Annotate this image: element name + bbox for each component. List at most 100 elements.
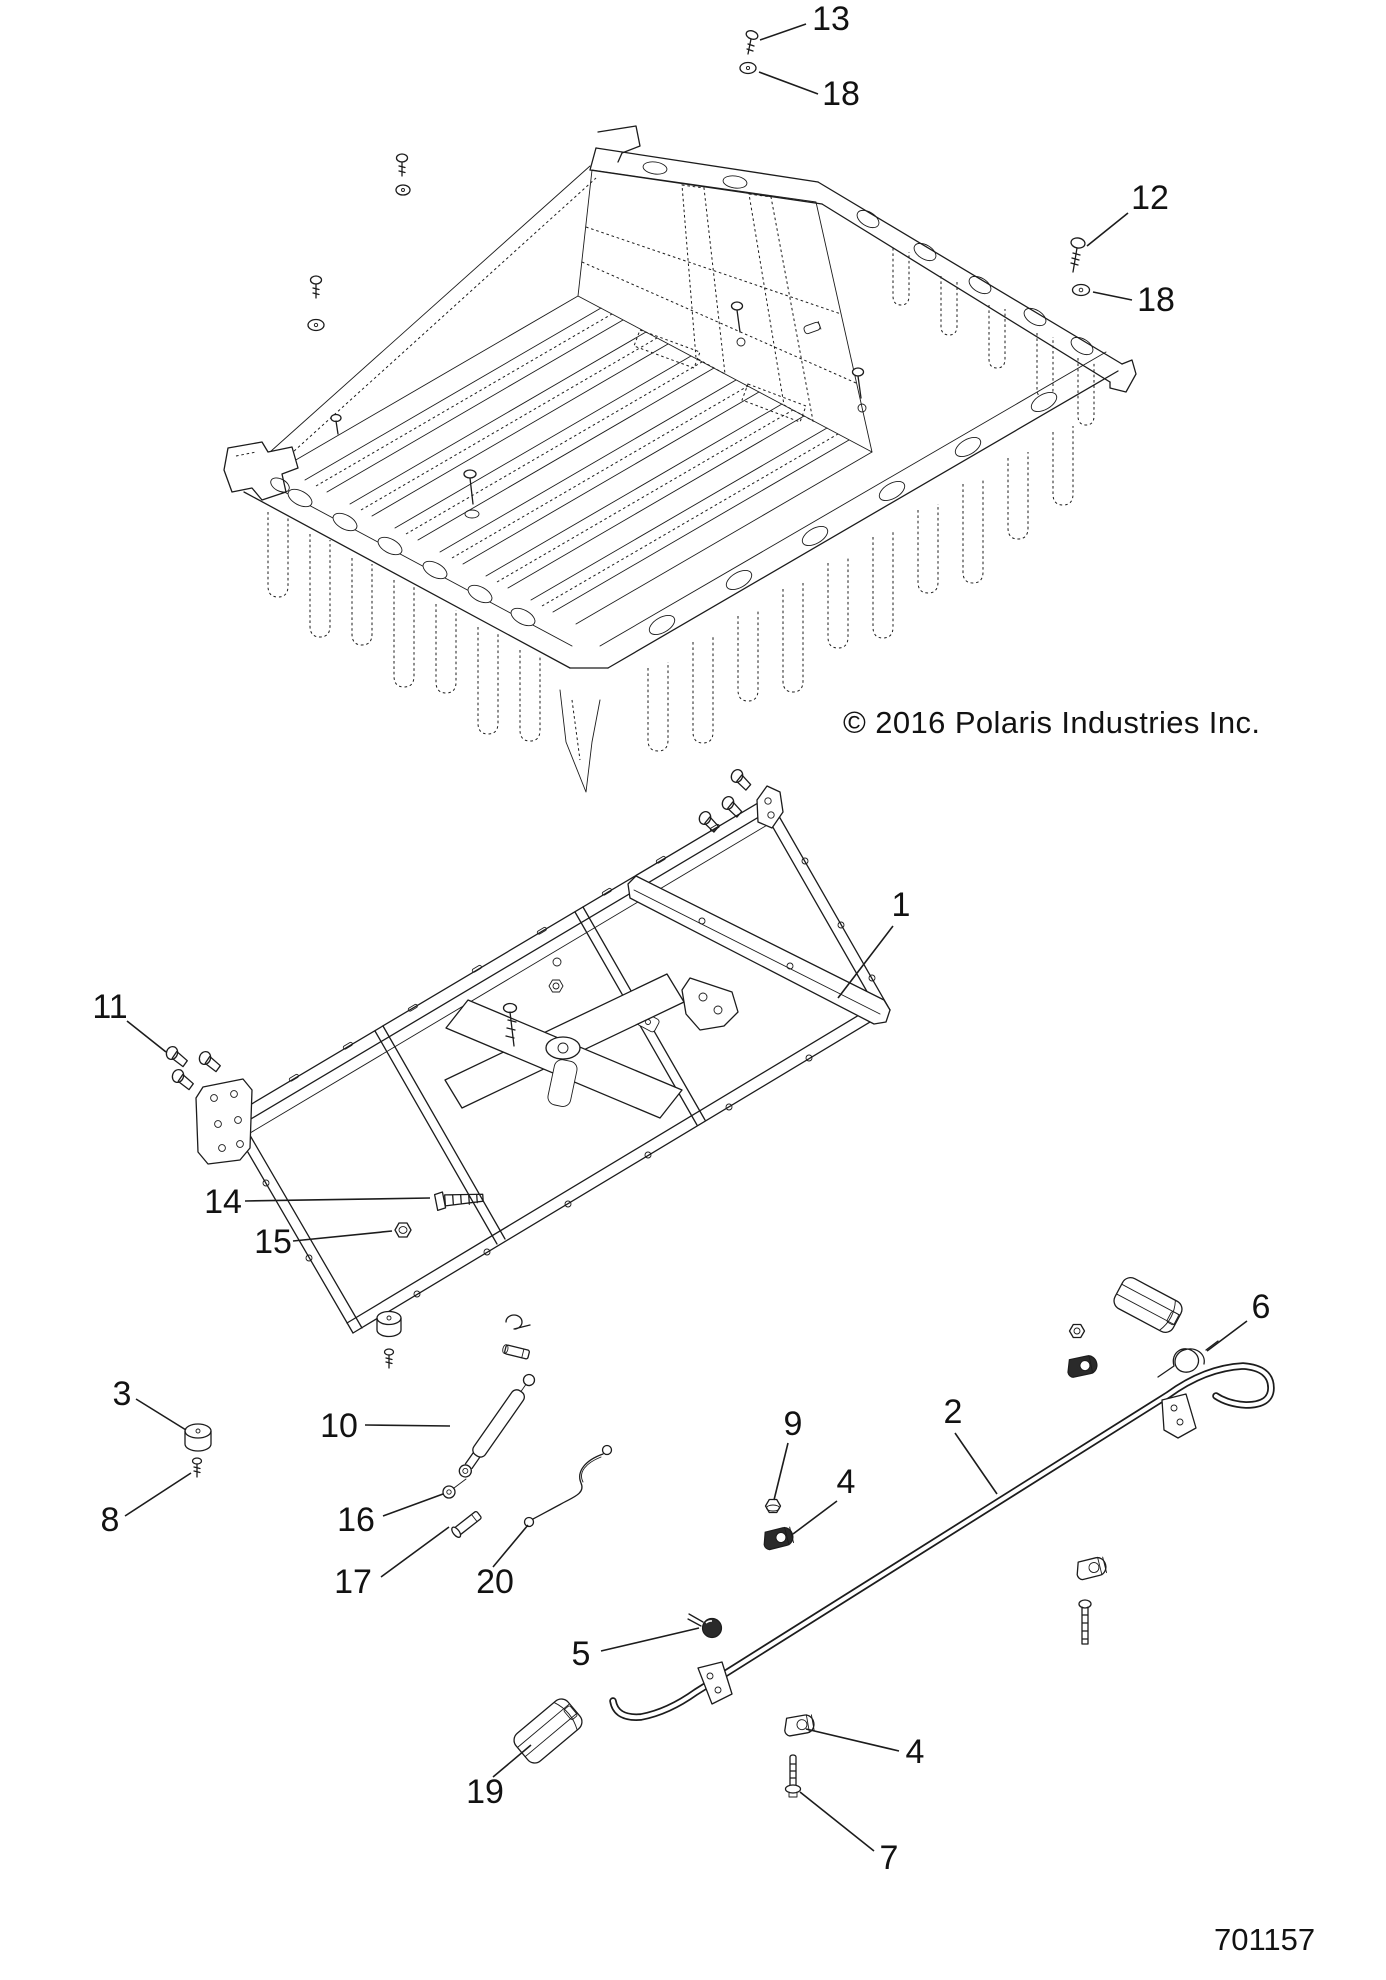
callout-leader xyxy=(364,1424,451,1427)
callout-leader xyxy=(124,1472,192,1517)
callout-label: 1 xyxy=(892,886,911,924)
callout-leader xyxy=(1206,1320,1248,1352)
loose-screw-left-a xyxy=(395,153,411,196)
washer-18a-drawing xyxy=(739,61,757,75)
frame-corner-bolts xyxy=(698,769,752,833)
clip-and-pin-drawing xyxy=(502,1314,531,1360)
roller-right-drawing xyxy=(1113,1277,1183,1333)
eyelet-16-drawing xyxy=(442,1478,467,1499)
callout-label: 3 xyxy=(113,1375,132,1413)
callout-4: 4 xyxy=(792,1463,856,1535)
callout-12: 12 xyxy=(1086,179,1169,247)
callout-10: 10 xyxy=(320,1407,451,1445)
callout-15: 15 xyxy=(254,1223,393,1261)
bolt-7-drawing xyxy=(784,1754,802,1798)
callout-leader xyxy=(1092,291,1133,301)
screw-8-drawing xyxy=(191,1457,203,1478)
callout-label: 15 xyxy=(254,1223,292,1261)
callout-leader xyxy=(126,1020,167,1053)
callout-label: 11 xyxy=(92,988,127,1026)
callout-label: 16 xyxy=(337,1501,375,1539)
callout-label: 6 xyxy=(1252,1288,1271,1326)
callout-leader xyxy=(600,1627,700,1652)
callout-label: 18 xyxy=(1137,281,1175,319)
bumper-3-drawing xyxy=(184,1423,212,1452)
callout-3: 3 xyxy=(113,1375,187,1431)
callout-4: 4 xyxy=(805,1728,925,1771)
callout-1: 1 xyxy=(837,886,911,999)
callout-leader xyxy=(805,1728,900,1752)
callout-label: 13 xyxy=(812,0,850,38)
callout-label: 17 xyxy=(334,1563,372,1601)
callout-leader xyxy=(792,1500,838,1535)
callout-label: 12 xyxy=(1131,179,1169,217)
loose-screw-left-b xyxy=(307,275,325,332)
embedded-screw xyxy=(330,301,867,519)
bolt-14-drawing xyxy=(433,1191,484,1212)
gas-strut-10-drawing xyxy=(458,1373,536,1478)
callout-label: 4 xyxy=(906,1733,925,1771)
screw-13-drawing xyxy=(745,30,759,55)
callout-leader xyxy=(382,1493,444,1517)
callout-label: 9 xyxy=(784,1405,803,1443)
callout-leader xyxy=(837,925,894,999)
clamp-4a-drawing xyxy=(763,1526,794,1551)
cargo-box-drawing xyxy=(223,125,1137,793)
copyright-text: © 2016 Polaris Industries Inc. xyxy=(843,705,1260,740)
callout-leader xyxy=(492,1524,529,1568)
callout-label: 14 xyxy=(204,1183,242,1221)
callout-leader xyxy=(799,1791,875,1852)
clamp-right-upper-drawing xyxy=(1067,1355,1098,1378)
spring-6-drawing xyxy=(1157,1340,1219,1378)
callout-leader xyxy=(492,1744,532,1778)
callout-leader xyxy=(135,1398,187,1431)
callout-2: 2 xyxy=(944,1393,998,1495)
callout-leader xyxy=(954,1432,998,1495)
nut-15-drawing xyxy=(394,1222,412,1238)
bumper-mid-drawing xyxy=(376,1310,402,1369)
callout-19: 19 xyxy=(466,1744,532,1811)
callout-18: 18 xyxy=(1092,281,1175,319)
bolt-right-drawing xyxy=(1078,1599,1092,1645)
roller-19-drawing xyxy=(513,1698,583,1764)
callout-label: 8 xyxy=(101,1501,120,1539)
callout-leader xyxy=(244,1197,431,1202)
nut-right-drawing xyxy=(1068,1323,1086,1339)
part-number-text: 701157 xyxy=(1214,1922,1315,1957)
callout-13: 13 xyxy=(759,0,850,41)
callout-8: 8 xyxy=(101,1472,192,1539)
callout-7: 7 xyxy=(799,1791,899,1877)
callout-label: 2 xyxy=(944,1393,963,1431)
callout-6: 6 xyxy=(1206,1288,1271,1352)
clamp-4b-drawing xyxy=(784,1714,815,1737)
screw-12-drawing xyxy=(1070,237,1086,273)
callout-11: 11 xyxy=(92,988,167,1053)
nut-9-drawing xyxy=(764,1498,782,1514)
washer-18b-drawing xyxy=(1071,283,1091,297)
callout-label: 18 xyxy=(822,75,860,113)
callout-leader xyxy=(1086,212,1129,247)
callout-20: 20 xyxy=(476,1524,529,1601)
callout-18: 18 xyxy=(758,71,860,113)
callout-label: 5 xyxy=(572,1635,591,1673)
lanyard-cable-20-drawing xyxy=(523,1444,613,1528)
bolts-11-drawing xyxy=(165,1045,221,1091)
callout-9: 9 xyxy=(773,1405,803,1501)
callout-5: 5 xyxy=(572,1627,700,1673)
bed-frame-drawing xyxy=(195,785,891,1334)
callout-label: 19 xyxy=(466,1773,504,1811)
callout-17: 17 xyxy=(334,1526,450,1601)
callout-label: 20 xyxy=(476,1563,514,1601)
latch-rod-2-drawing xyxy=(609,1362,1275,1721)
callout-label: 7 xyxy=(880,1839,899,1877)
callout-label: 4 xyxy=(837,1463,856,1501)
callout-14: 14 xyxy=(204,1183,431,1221)
callout-leader xyxy=(759,23,807,41)
callout-leader xyxy=(292,1230,393,1242)
callout-16: 16 xyxy=(337,1493,444,1539)
callout-label: 10 xyxy=(320,1407,358,1445)
clevis-pin-17-drawing xyxy=(451,1510,482,1538)
